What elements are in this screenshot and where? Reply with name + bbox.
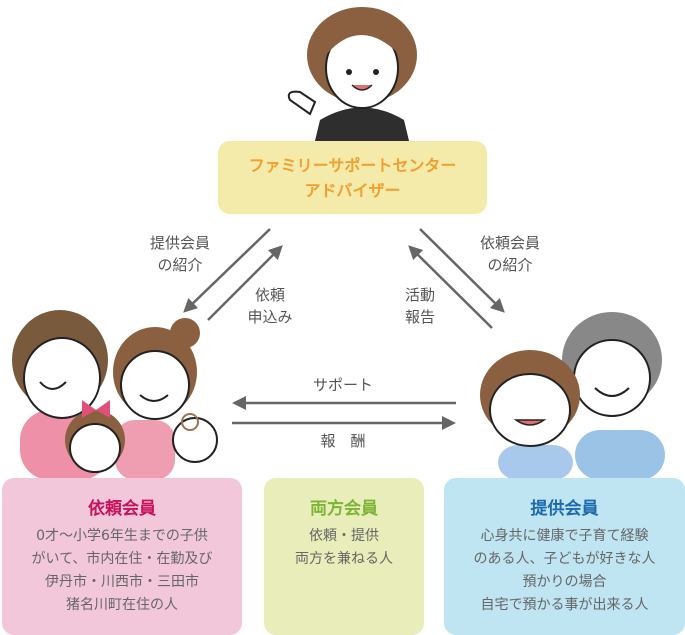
label-activity-report: 活動 報告 (385, 284, 455, 328)
provider-line: のある人、子どもが好きな人 (473, 551, 656, 567)
arrow-request-application (207, 245, 283, 321)
arrow-introduce-provider (183, 228, 271, 313)
both-line: 両方を兼ねる人 (295, 551, 393, 567)
requester-line: 伊丹市・川西市・三田市 (45, 574, 199, 590)
requester-member-box: 依頼会員 0才～小学6年生までの子供 がいて、市内在住・在勤及び 伊丹市・川西市… (2, 478, 242, 635)
advisor-illustration (287, 7, 417, 145)
label-line: 提供会員 (149, 234, 210, 252)
provider-line: 心身共に健康で子育て経験 (480, 528, 649, 544)
label-line: 報告 (404, 308, 435, 326)
requester-line: 猪名川町在住の人 (66, 597, 178, 613)
requester-line: がいて、市内在住・在勤及び (31, 551, 213, 567)
label-request-application: 依頼 申込み (235, 284, 305, 328)
label-line: の紹介 (487, 256, 533, 274)
provider-title: 提供会員 (530, 499, 599, 519)
label-introduce-provider: 提供会員 の紹介 (135, 232, 225, 276)
provider-line: 預かりの場合 (522, 574, 607, 590)
label-support: サポート (312, 376, 373, 394)
label-line: 活動 (404, 286, 435, 304)
advisor-box: ファミリーサポートセンター アドバイザー (218, 141, 487, 214)
provider-couple-illustration (480, 312, 665, 480)
provider-member-box: 提供会員 心身共に健康で子育て経験 のある人、子どもが好きな人 預かりの場合 自… (444, 478, 685, 635)
label-reward: 報 酬 (320, 432, 366, 450)
both-title: 両方会員 (310, 499, 378, 519)
requester-line: 0才～小学6年生までの子供 (36, 528, 208, 544)
label-line: 依頼会員 (479, 234, 540, 252)
advisor-title-line2: アドバイザー (304, 181, 401, 200)
provider-line: 自宅で預かる事が出来る人 (480, 597, 649, 613)
arrow-activity-report (408, 245, 493, 329)
label-introduce-requester: 依頼会員 の紹介 (465, 232, 555, 276)
both-line: 依頼・提供 (309, 528, 379, 544)
requester-family-illustration (12, 310, 218, 480)
label-line: の紹介 (157, 256, 203, 274)
label-line: 依頼 (254, 286, 285, 304)
requester-title: 依頼会員 (88, 499, 156, 519)
label-line: 申込み (247, 308, 293, 326)
arrow-introduce-requester (419, 228, 505, 313)
both-member-box: 両方会員 依頼・提供 両方を兼ねる人 (264, 478, 424, 635)
advisor-title-line1: ファミリーサポートセンター (248, 156, 457, 175)
